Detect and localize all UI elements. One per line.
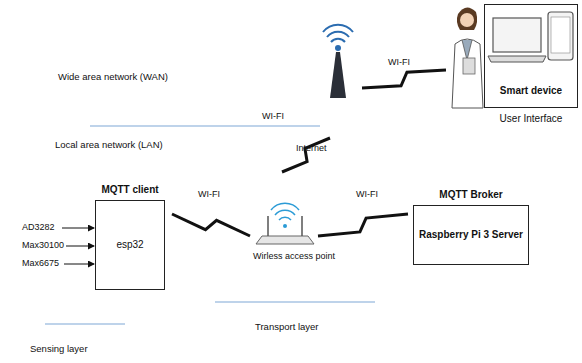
sensor-arrow (66, 246, 94, 247)
router-icon (256, 203, 314, 244)
wifi-bolt (172, 214, 250, 236)
box-heading: MQTT client (101, 184, 158, 195)
broker-box: MQTT BrokerRaspberry Pi 3 Server (413, 205, 529, 265)
sensor-arrow (64, 264, 94, 265)
wifi-label: WI-FI (198, 190, 220, 200)
device-box: Smart deviceUser Interface (484, 4, 578, 108)
sensor-arrow (62, 228, 94, 229)
wifi-bolt (362, 70, 446, 88)
box-text: Smart device (500, 85, 562, 97)
device-label: Wirless access point (253, 252, 335, 262)
sensor-name: Max30100 (22, 241, 64, 251)
wifi-bolt (318, 214, 408, 236)
section-title: Wide area network (WAN) (58, 72, 168, 82)
tower-icon (323, 25, 353, 98)
wifi-label: WI-FI (388, 58, 410, 68)
box-caption: User Interface (500, 113, 563, 124)
layer-name: Transport layer (255, 322, 319, 332)
wifi-label: WI-FI (356, 190, 378, 200)
device-icons (488, 12, 573, 62)
sensor-name: Max6675 (22, 259, 59, 269)
esp32-box: MQTT clientesp32 (95, 200, 165, 290)
wifi-label: WI-FI (262, 112, 284, 122)
wifi-bolt (282, 138, 330, 172)
layer-line (90, 125, 320, 126)
cloud-label: Internet (296, 144, 327, 154)
layer-name: Sensing layer (30, 344, 88, 354)
section-title: Local area network (LAN) (55, 140, 163, 150)
box-text: esp32 (116, 239, 143, 251)
sensor-name: AD3282 (22, 223, 55, 233)
doctor-figure (452, 7, 483, 108)
box-heading: MQTT Broker (439, 189, 502, 200)
layer-line (45, 323, 125, 324)
layer-line (215, 301, 375, 302)
box-text: Raspberry Pi 3 Server (419, 229, 523, 241)
